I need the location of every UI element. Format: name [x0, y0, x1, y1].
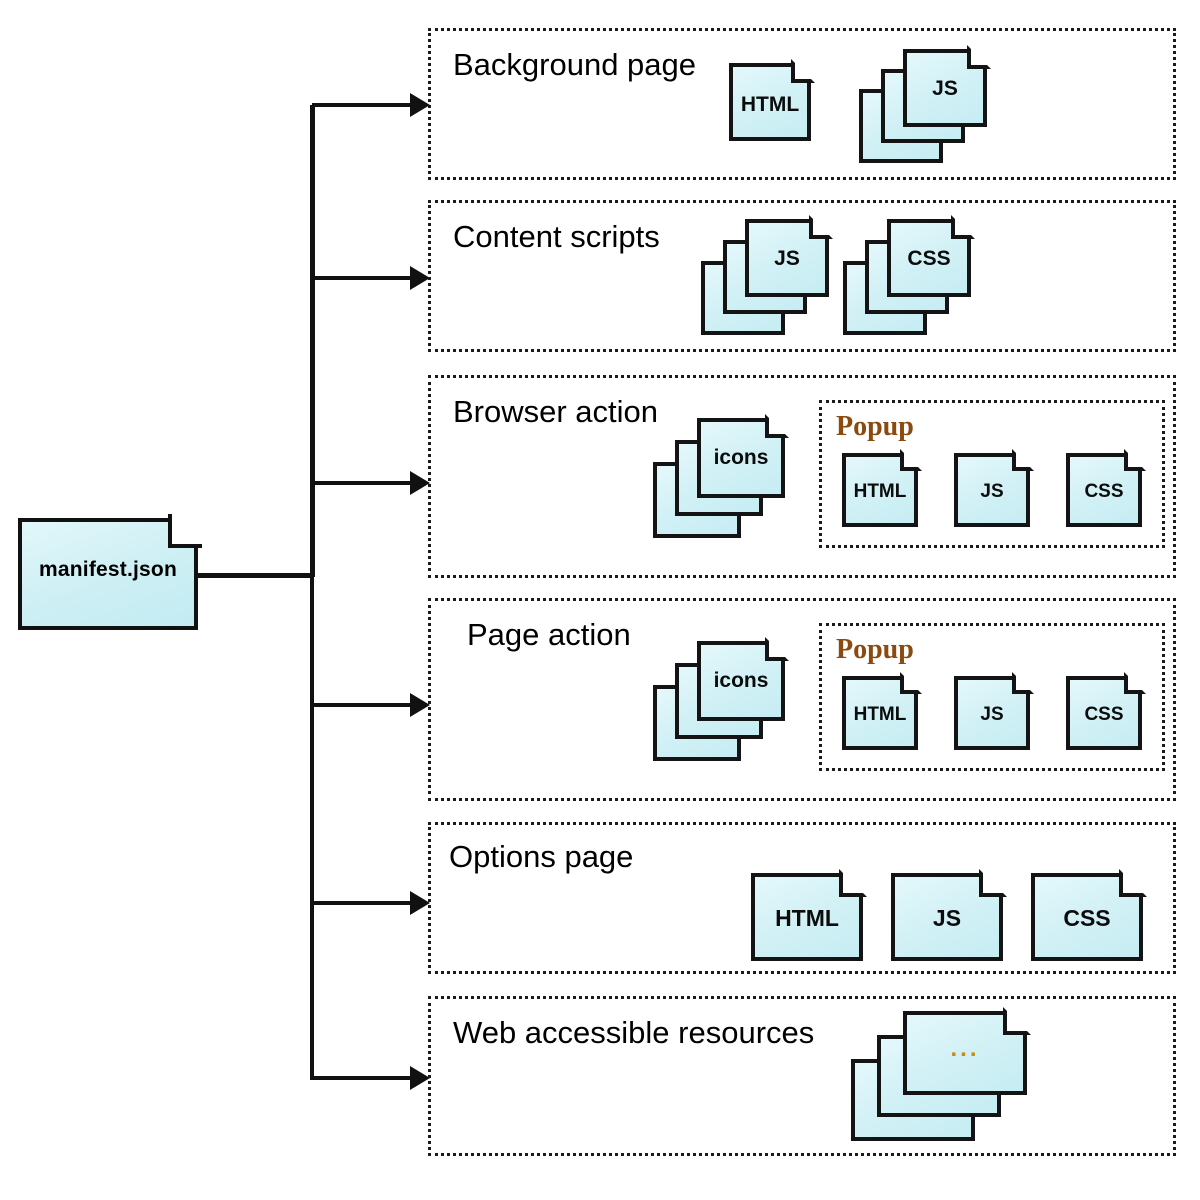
file-label: CSS	[1084, 704, 1124, 725]
file-label: icons	[713, 446, 769, 469]
file-label: CSS	[1063, 905, 1111, 931]
file-label: HTML	[853, 704, 907, 725]
section-title-web-accessible-resources: Web accessible resources	[453, 1015, 815, 1050]
branch-line-options-page	[312, 901, 414, 905]
section-page-action[interactable]: Page action icons Popup HTML	[428, 598, 1176, 801]
section-browser-action[interactable]: Browser action icons Popup HTML	[428, 375, 1176, 578]
file-label: JS	[980, 704, 1004, 725]
file-stack-icons[interactable]: icons	[653, 637, 789, 766]
file-stack-icons[interactable]: icons	[653, 414, 789, 543]
manifest-json-node[interactable]: manifest.json	[18, 514, 202, 630]
section-content-scripts[interactable]: Content scripts JS CSS	[428, 200, 1176, 352]
ellipsis-label: ...	[950, 1035, 980, 1062]
section-title-content-scripts: Content scripts	[453, 219, 660, 254]
file-icon-html[interactable]: HTML	[842, 449, 922, 527]
section-title-browser-action: Browser action	[453, 394, 659, 429]
arrow-web-accessible-resources	[410, 1066, 430, 1090]
arrow-content-scripts	[410, 266, 430, 290]
file-label: JS	[932, 905, 962, 931]
branch-line-web-accessible-resources	[312, 1076, 414, 1080]
file-icon-html[interactable]: HTML	[842, 672, 922, 750]
section-title-page-action: Page action	[467, 617, 631, 652]
file-icon-css[interactable]: CSS	[1066, 449, 1146, 527]
popup-label: Popup	[836, 411, 914, 442]
popup-group-browser-action[interactable]: Popup HTML JS CSS	[819, 400, 1165, 548]
file-icon-css-front: CSS	[887, 215, 975, 297]
file-label: JS	[774, 247, 800, 270]
arrow-background-page	[410, 93, 430, 117]
file-label: JS	[980, 481, 1004, 502]
file-icon-resource-front: ...	[903, 1007, 1031, 1095]
file-icon-html[interactable]: HTML	[751, 869, 867, 961]
popup-group-page-action[interactable]: Popup HTML JS CSS	[819, 623, 1165, 771]
file-icon-icons-front: icons	[697, 414, 789, 498]
file-icon-js[interactable]: JS	[954, 672, 1034, 750]
branch-line-background-page	[312, 103, 414, 107]
branch-line-browser-action	[312, 481, 414, 485]
file-label: JS	[932, 77, 958, 100]
file-stack-resources[interactable]: ...	[851, 1007, 1051, 1143]
file-icon-js[interactable]: JS	[891, 869, 1007, 961]
file-label: CSS	[1084, 481, 1124, 502]
file-label: HTML	[775, 905, 839, 931]
section-options-page[interactable]: Options page HTML JS CSS	[428, 822, 1176, 974]
file-icon-js-front: JS	[745, 215, 833, 297]
file-icon-css[interactable]: CSS	[1066, 672, 1146, 750]
file-stack-js[interactable]: JS	[701, 215, 833, 339]
manifest-connector	[196, 573, 314, 578]
file-label: HTML	[740, 93, 800, 116]
section-background-page[interactable]: Background page HTML JS	[428, 28, 1176, 180]
file-icon-js-front: JS	[903, 45, 991, 127]
file-stack-js[interactable]: JS	[859, 45, 991, 165]
manifest-json-label: manifest.json	[39, 558, 177, 581]
file-icon-css[interactable]: CSS	[1031, 869, 1147, 961]
file-icon-html[interactable]: HTML	[729, 59, 815, 141]
section-title-background-page: Background page	[453, 47, 697, 82]
arrow-page-action	[410, 693, 430, 717]
branch-line-page-action	[312, 703, 414, 707]
arrow-browser-action	[410, 471, 430, 495]
file-label: CSS	[907, 247, 951, 270]
trunk-line-lower	[310, 573, 314, 1080]
arrow-options-page	[410, 891, 430, 915]
file-icon-icons-front: icons	[697, 637, 789, 721]
file-label: HTML	[853, 481, 907, 502]
page-fold-icon	[168, 514, 202, 548]
trunk-line-upper	[310, 105, 315, 577]
file-icon-js[interactable]: JS	[954, 449, 1034, 527]
section-title-options-page: Options page	[449, 839, 634, 874]
file-label: icons	[713, 669, 769, 692]
file-stack-css[interactable]: CSS	[843, 215, 975, 339]
branch-line-content-scripts	[312, 276, 414, 280]
section-web-accessible-resources[interactable]: Web accessible resources ...	[428, 996, 1176, 1156]
popup-label: Popup	[836, 634, 914, 665]
